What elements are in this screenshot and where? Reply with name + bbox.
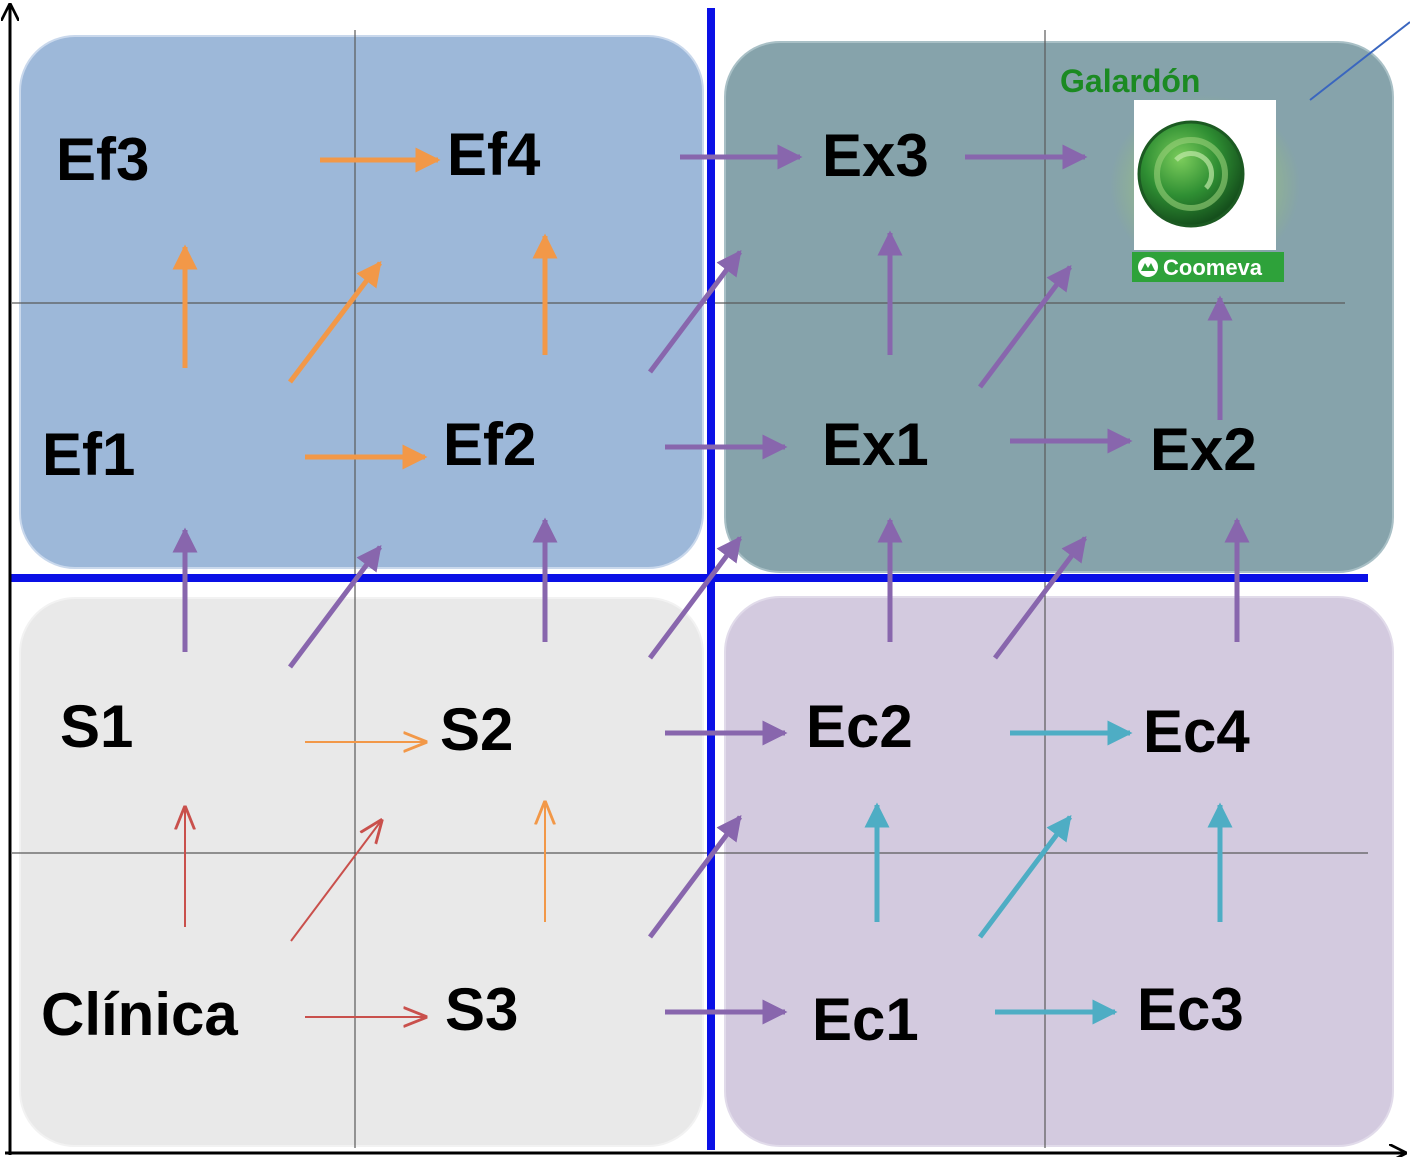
node-ex1: Ex1 [822, 411, 929, 478]
node-ec2: Ec2 [806, 693, 913, 760]
arrows-red [185, 808, 425, 1017]
arrow [288, 545, 382, 669]
node-s1: S1 [60, 693, 133, 760]
arrows-orange-thin [305, 742, 545, 922]
quadrant-bottom-right [724, 596, 1394, 1147]
node-ex3: Ex3 [822, 122, 929, 189]
quadrant-bottom-left [19, 597, 704, 1147]
node-ex2: Ex2 [1150, 416, 1257, 483]
node-ef2: Ef2 [443, 411, 536, 478]
award-brand: Coomeva [1163, 255, 1263, 280]
brand-logo-icon [1138, 257, 1158, 277]
award-badge: Galardón Coomeva [1060, 63, 1300, 282]
node-s2: S2 [440, 696, 513, 763]
arrow [648, 536, 742, 660]
arrows-orange [172, 147, 558, 470]
node-ef3: Ef3 [56, 126, 149, 193]
node-ec1: Ec1 [812, 986, 919, 1053]
arrow [993, 536, 1087, 660]
arrow [978, 265, 1072, 389]
arrow [648, 815, 742, 939]
arrows-teal [864, 720, 1233, 1025]
award-title: Galardón [1060, 63, 1200, 99]
node-ef4: Ef4 [447, 121, 541, 188]
node-clinica: Clínica [41, 981, 238, 1048]
node-ec4: Ec4 [1143, 698, 1250, 765]
arrow [290, 821, 381, 942]
node-ec3: Ec3 [1137, 976, 1244, 1043]
arrow [288, 261, 382, 384]
award-pointer-line [1309, 21, 1410, 101]
arrow [978, 815, 1072, 939]
node-ef1: Ef1 [42, 421, 135, 488]
node-s3: S3 [445, 976, 518, 1043]
arrows-purple [172, 144, 1250, 1025]
quadrant-top-left [19, 35, 704, 569]
node-labels: Ef3 Ef4 Ef1 Ef2 Ex3 Ex1 Ex2 S1 S2 Clínic… [41, 121, 1257, 1053]
arrow [648, 250, 742, 374]
